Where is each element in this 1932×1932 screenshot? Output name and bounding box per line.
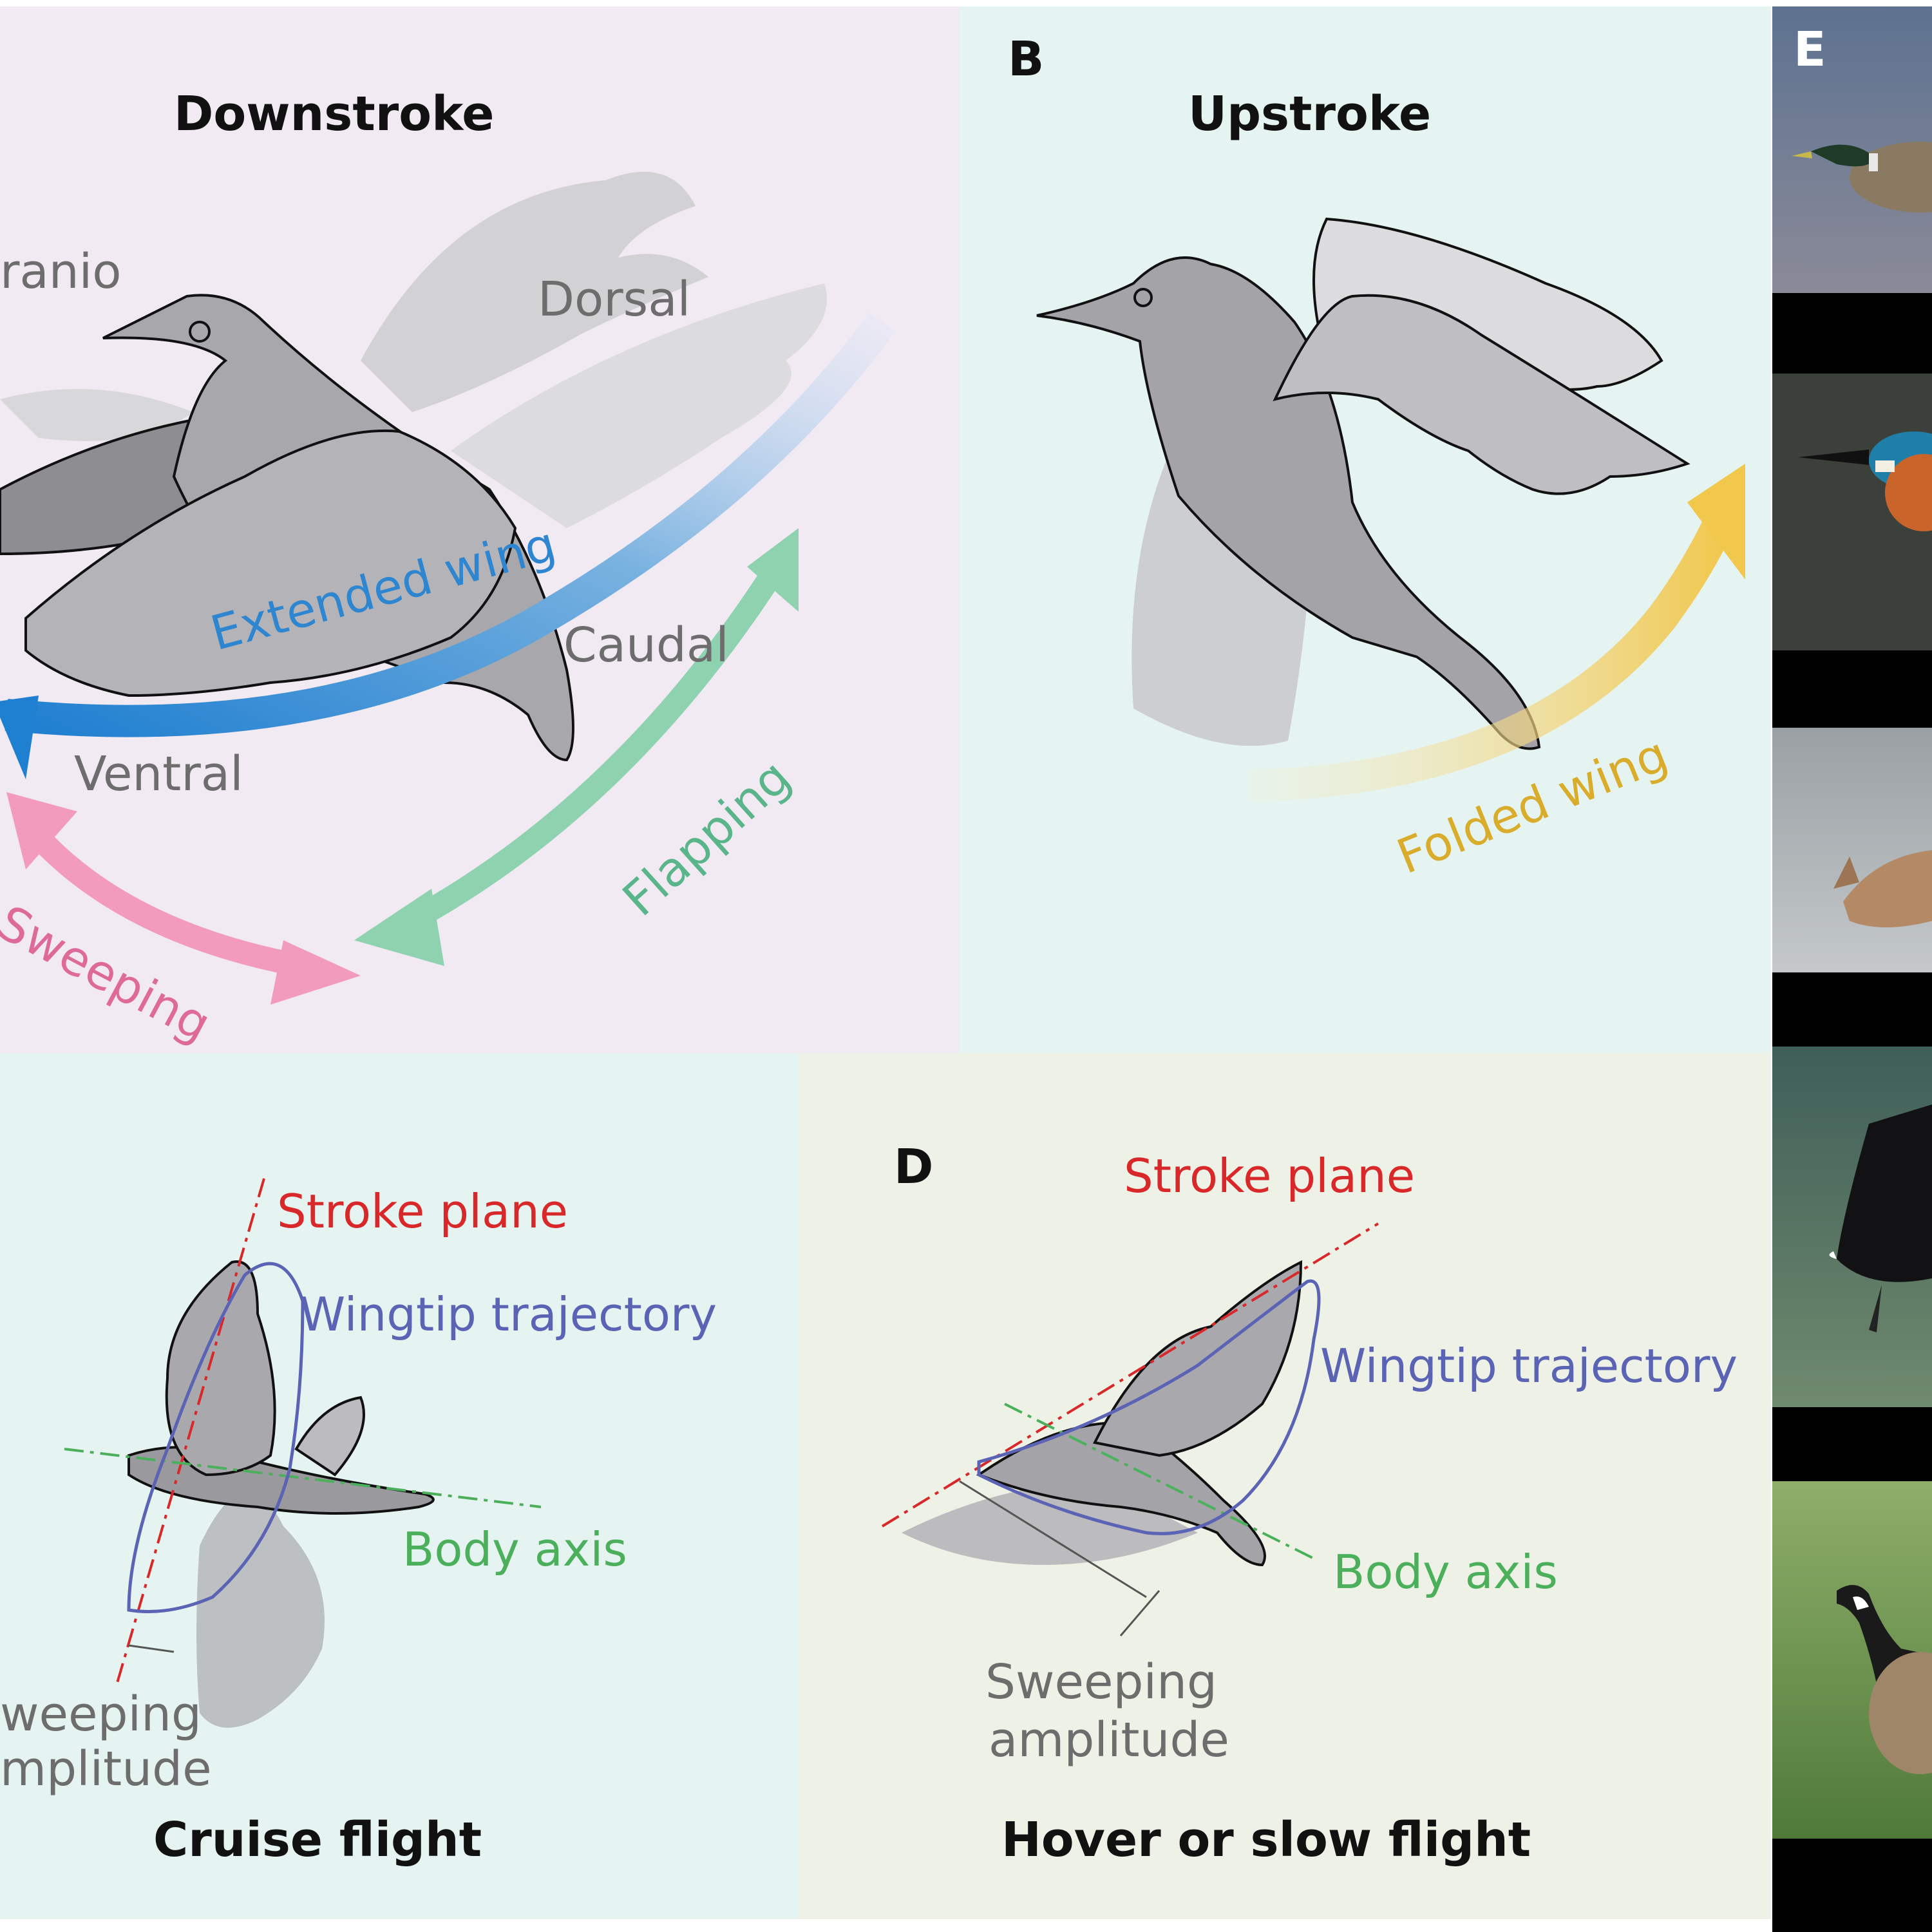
photo-kingfisher [1772,374,1932,650]
upstroke-bird [1036,217,1690,750]
hover-sweeping-label-line2: amplitude [989,1712,1229,1768]
cruise-bird [128,1260,435,1728]
cranio-label: ranio [0,244,122,299]
panel-a-title: Downstroke [174,86,495,142]
panel-d-hover-flight [799,1053,1771,1919]
photo-sandy-bird [1772,728,1932,972]
hover-stroke-plane-line [881,1222,1379,1528]
dark-bird-illustration [1829,1104,1932,1332]
downstroke-bird [0,171,827,762]
photo-goose [1772,1481,1932,1839]
dorsal-label: Dorsal [538,272,691,327]
hover-sweeping-label-line1: Sweeping [985,1654,1217,1710]
sweeping-arrow [6,792,361,1005]
cruise-sweeping-label-line1: weeping [0,1687,202,1742]
panel-c-title: Cruise flight [153,1812,482,1868]
hover-sweeping-amplitude-marker [959,1480,1147,1598]
hover-body-axis-label: Body axis [1333,1545,1558,1599]
flapping-arrow [354,528,799,966]
cruise-stroke-plane-line [115,1178,265,1688]
hover-wingtip-trajectory-label: Wingtip trajectory [1320,1339,1738,1393]
panel-b-letter: B [1008,32,1045,87]
panel-d-letter: D [894,1139,934,1195]
sandy-bird-illustration [1833,850,1932,927]
panel-d-title: Hover or slow flight [1001,1812,1531,1868]
hover-stroke-plane-label: Stroke plane [1124,1149,1416,1203]
kingfisher-illustration [1798,431,1932,531]
cruise-wingtip-trajectory [127,1262,305,1613]
extended-wing-arrowhead [0,696,39,779]
hover-sweeping-amplitude-leader [1119,1590,1160,1636]
cruise-body-axis-line [64,1448,542,1508]
photo-mallard [1772,6,1932,293]
folded-wing-arrow [1249,502,1741,802]
panel-e-photo-strip [1772,6,1932,1932]
hover-bird [902,1260,1303,1567]
cruise-sweeping-amplitude-marker [128,1644,175,1653]
cruise-sweeping-label-line2: mplitude [0,1741,212,1797]
panel-b-title: Upstroke [1188,86,1432,142]
folded-wing-arrowhead [1687,464,1745,580]
caudal-label: Caudal [564,618,729,673]
panel-e-letter: E [1794,22,1826,77]
ventral-label: Ventral [74,746,243,802]
panel-c-cruise-flight [0,1053,799,1919]
hover-wingtip-trajectory [977,1279,1321,1535]
cruise-body-axis-label: Body axis [402,1522,627,1577]
photo-dark-bird [1772,1046,1932,1407]
cruise-stroke-plane-label: Stroke plane [277,1184,569,1238]
mallard-illustration [1792,142,1932,213]
cruise-wingtip-trajectory-label: Wingtip trajectory [299,1287,717,1341]
hover-body-axis-line [1004,1403,1314,1560]
extended-wing-arrow [5,312,896,737]
goose-illustration [1837,1585,1932,1774]
